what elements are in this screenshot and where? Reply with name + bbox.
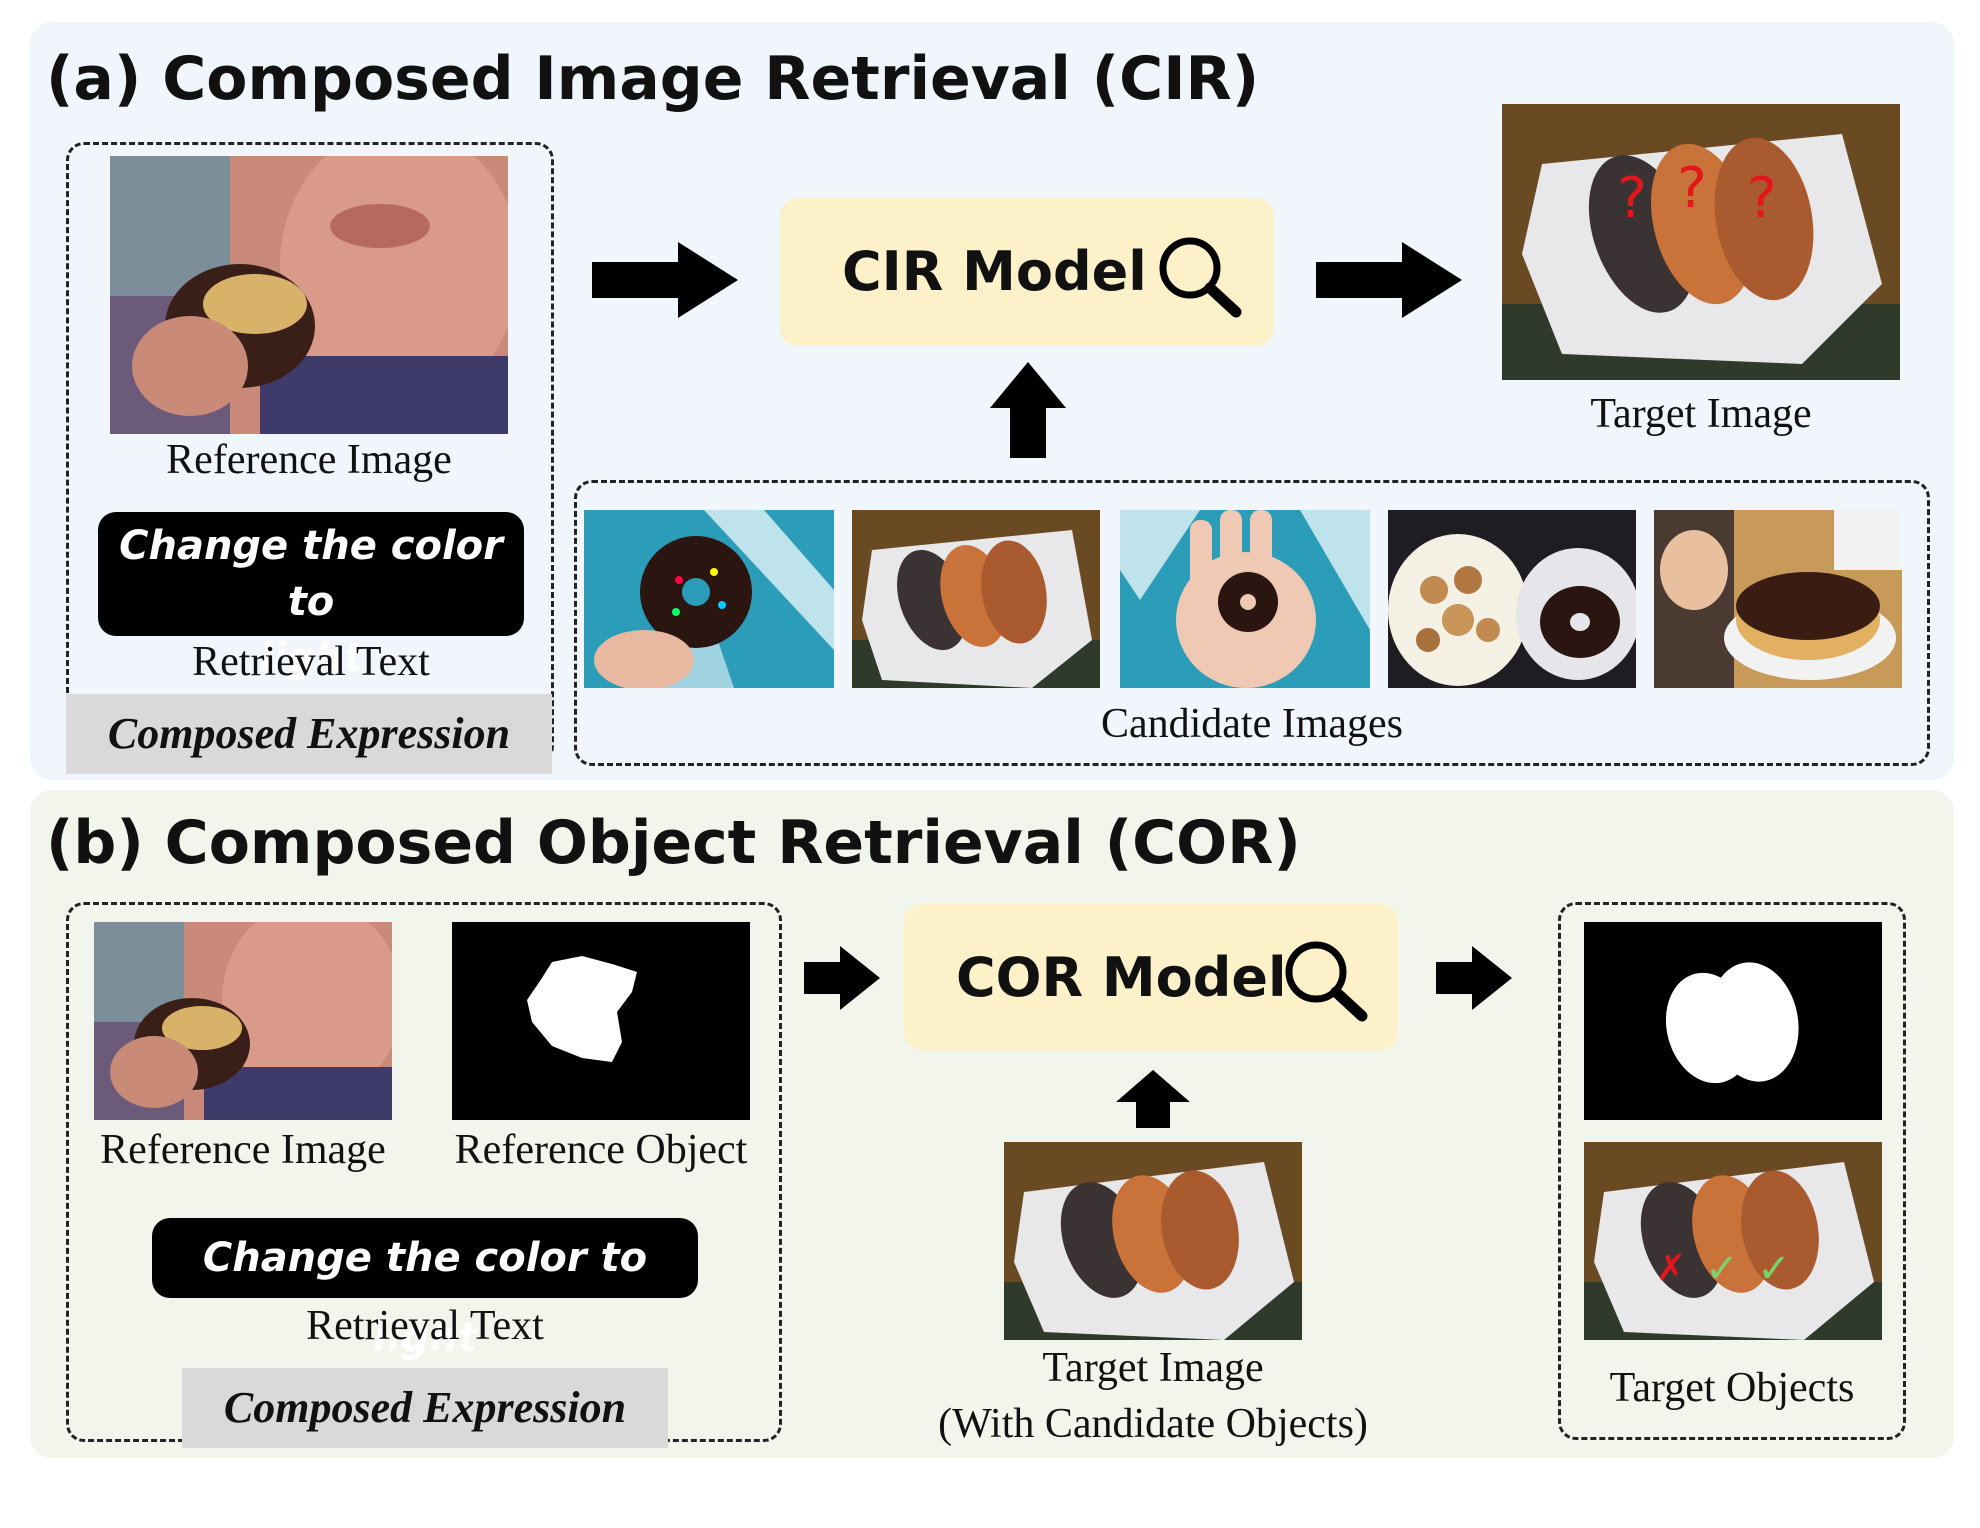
question-mark-icon: ? xyxy=(1677,156,1707,221)
cir-model-box xyxy=(780,198,1274,346)
retrieval-text-a: Change the color to light xyxy=(98,512,524,681)
target-image-b xyxy=(1004,1142,1302,1340)
check-icon: ✓ xyxy=(1757,1246,1791,1292)
retrieval-text-b: Change the color to light xyxy=(152,1218,698,1361)
cor-model-label: COR Model xyxy=(956,946,1287,1009)
retrieval-text-a-line1: Change the color to xyxy=(119,523,503,625)
search-icon xyxy=(1159,237,1242,318)
arrow-up-icon xyxy=(990,362,1066,458)
panel-b-title: (b) Composed Object Retrieval (COR) xyxy=(46,808,1301,878)
panel-cor xyxy=(30,790,1954,1458)
target-image-label-b-line1: Target Image xyxy=(1042,1345,1264,1391)
cir-model-label: CIR Model xyxy=(842,240,1147,303)
candidate-images-label: Candidate Images xyxy=(1100,701,1404,747)
search-icon xyxy=(1285,941,1368,1022)
target-objects-label: Target Objects xyxy=(1609,1365,1855,1411)
target-image-label-a: Target Image xyxy=(1590,391,1812,437)
target-image-label-b-line2: (With Candidate Objects) xyxy=(938,1401,1368,1447)
reference-image-label-b: Reference Image xyxy=(100,1127,386,1173)
cor-model-box xyxy=(904,904,1398,1050)
target-object-mask xyxy=(1584,922,1882,1120)
target-objects-box xyxy=(1558,902,1906,1440)
arrow-right-icon xyxy=(1316,242,1462,318)
retrieval-text-label-b: Retrieval Text xyxy=(306,1303,544,1349)
composed-expression-label-a: Composed Expression xyxy=(66,694,552,774)
arrow-up-icon xyxy=(1116,1070,1190,1128)
retrieval-text-a-line2: light xyxy=(259,635,363,681)
reference-image-label-a: Reference Image xyxy=(166,437,452,483)
arrow-right-icon xyxy=(592,242,738,318)
candidate-image xyxy=(1654,510,1902,688)
arrow-right-icon xyxy=(804,946,880,1010)
reference-image-a xyxy=(110,156,508,434)
cross-icon: ✗ xyxy=(1655,1248,1687,1289)
composed-expression-label-b: Composed Expression xyxy=(182,1368,668,1448)
candidate-images-box xyxy=(574,480,1930,766)
candidate-image xyxy=(584,510,834,688)
panel-a-title: (a) Composed Image Retrieval (CIR) xyxy=(46,44,1260,114)
reference-image-b xyxy=(94,922,392,1120)
candidate-image xyxy=(852,510,1100,688)
target-image-a xyxy=(1502,104,1900,380)
question-mark-icon: ? xyxy=(1617,166,1647,231)
reference-object-label: Reference Object xyxy=(454,1127,748,1173)
target-objects-image xyxy=(1584,1142,1882,1340)
check-icon: ✓ xyxy=(1705,1246,1739,1292)
candidate-image xyxy=(1388,510,1636,688)
arrow-right-icon xyxy=(1436,946,1512,1010)
retrieval-text-label-a: Retrieval Text xyxy=(192,639,430,685)
reference-object-mask xyxy=(452,922,750,1120)
candidate-image xyxy=(1120,510,1370,688)
question-mark-icon: ? xyxy=(1747,166,1777,231)
